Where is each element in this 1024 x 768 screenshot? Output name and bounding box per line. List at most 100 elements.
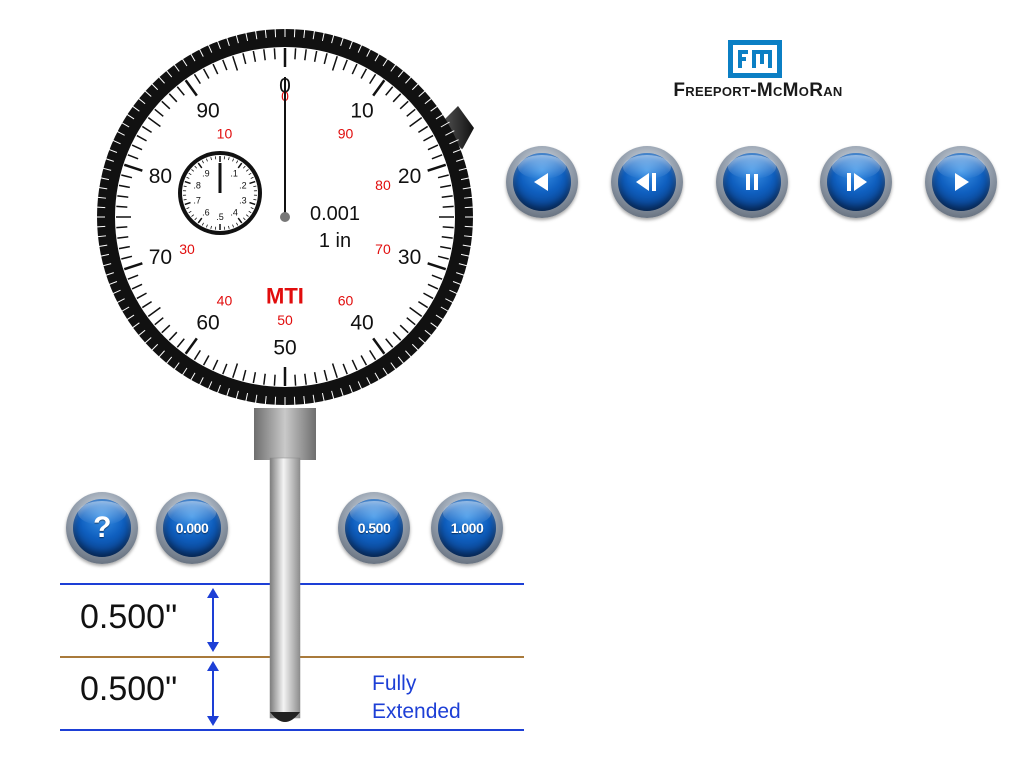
pause-button[interactable] [716, 146, 788, 218]
bezel-knurl [143, 89, 152, 97]
sub-dial-tick [249, 201, 256, 206]
step-forward-button[interactable] [820, 146, 892, 218]
minor-tick [176, 338, 185, 348]
bezel-knurl [189, 372, 196, 382]
major-tick [372, 337, 386, 355]
preset-1-000-button[interactable]: 1.000 [431, 492, 503, 564]
bezel-knurl [462, 186, 473, 190]
bezel-knurl [366, 47, 372, 57]
bezel-knurl [312, 29, 316, 40]
minor-tick [342, 363, 348, 375]
outer-scale-label: 10 [350, 100, 373, 123]
sub-dial-tick [194, 165, 198, 169]
major-tick [427, 163, 447, 172]
gauge-collar [254, 408, 316, 460]
minor-tick [193, 350, 201, 361]
outer-scale-label: 60 [196, 311, 219, 334]
minor-tick [141, 125, 152, 133]
minor-tick [168, 331, 178, 341]
play-icon [955, 173, 969, 191]
bezel-knurl [464, 225, 475, 228]
sub-dial-label: .1 [230, 169, 238, 179]
bezel-knurl [99, 253, 110, 257]
minor-tick [392, 93, 402, 103]
sub-dial-tick [197, 162, 203, 169]
rewind-button[interactable] [506, 146, 578, 218]
bezel-knurl [216, 384, 221, 395]
minor-tick [131, 144, 143, 151]
bezel-knurl [303, 395, 306, 407]
minor-tick [154, 317, 164, 326]
sub-dial-tick [191, 169, 195, 172]
bezel-knurl [107, 281, 118, 286]
sub-dial-tick [188, 210, 192, 214]
sub-dial-tick [186, 176, 190, 179]
preset-0-000-button[interactable]: 0.000 [156, 492, 228, 564]
resolution-label: 0.001 [310, 203, 360, 225]
bezel-knurl [464, 206, 475, 209]
sub-dial-label: .7 [193, 195, 201, 205]
gauge-stem [269, 457, 301, 719]
sub-dial-tick [242, 165, 246, 169]
bezel-knurl [411, 82, 420, 91]
bezel-knurl [331, 390, 335, 401]
lower-measurement-label: 0.500" [80, 670, 178, 708]
play-button[interactable] [925, 146, 997, 218]
minor-tick [441, 195, 453, 198]
inner-scale-label: 80 [375, 177, 391, 193]
bezel-knurl [157, 75, 165, 84]
bezel-knurl [460, 253, 471, 257]
bezel-knurl [115, 298, 125, 304]
inner-scale-label: 40 [217, 292, 233, 308]
bezel-knurl [463, 235, 475, 238]
minor-tick [331, 56, 338, 71]
sub-dial-tick [186, 207, 190, 210]
minor-tick [232, 56, 239, 71]
status-label: Fully Extended [372, 670, 461, 726]
sub-dial-label: .5 [216, 212, 224, 222]
minor-tick [351, 63, 358, 75]
minor-tick [406, 108, 416, 117]
preset-1-000-label: 1.000 [450, 520, 484, 536]
major-tick [184, 79, 198, 97]
step-back-button[interactable] [611, 146, 683, 218]
bezel-knurl [312, 394, 316, 405]
brand-label: MTI [266, 284, 304, 309]
minor-tick [294, 374, 297, 386]
help-button[interactable]: ? [66, 492, 138, 564]
minor-tick [431, 274, 443, 280]
minor-tick [127, 274, 139, 280]
minor-tick [440, 245, 452, 250]
bezel-knurl [274, 27, 277, 38]
minor-tick [202, 68, 210, 79]
minor-tick [117, 236, 129, 239]
bezel-knurl [382, 367, 389, 377]
bezel-knurl [225, 36, 230, 46]
sub-dial-tick [248, 210, 252, 214]
help-icon: ? [93, 511, 111, 544]
preset-0-500-button[interactable]: 0.500 [338, 492, 410, 564]
bezel-knurl [435, 314, 445, 321]
bezel-knurl [198, 47, 204, 57]
bezel-knurl [463, 196, 475, 199]
minor-tick [252, 372, 257, 384]
bezel-knurl [99, 177, 110, 181]
sub-dial-tick [206, 224, 208, 228]
bezel-knurl [115, 130, 125, 136]
bezel-knurl [357, 43, 363, 53]
bezel-knurl [340, 388, 345, 398]
freeport-mcmoran-logo: Freeport-McMoRan [632, 40, 884, 108]
minor-tick [385, 86, 394, 96]
minor-tick [136, 134, 147, 142]
minor-tick [222, 59, 228, 71]
bezel-knurl [366, 377, 372, 387]
minor-tick [118, 245, 130, 250]
minor-tick [409, 117, 423, 128]
outer-scale-label: 50 [273, 337, 296, 360]
bezel-knurl [165, 356, 173, 365]
minor-tick [273, 374, 276, 386]
outer-scale-label: 30 [398, 246, 421, 269]
sub-dial-tick [206, 158, 208, 162]
bezel-knurl [405, 350, 413, 359]
bezel-knurl [172, 362, 180, 372]
